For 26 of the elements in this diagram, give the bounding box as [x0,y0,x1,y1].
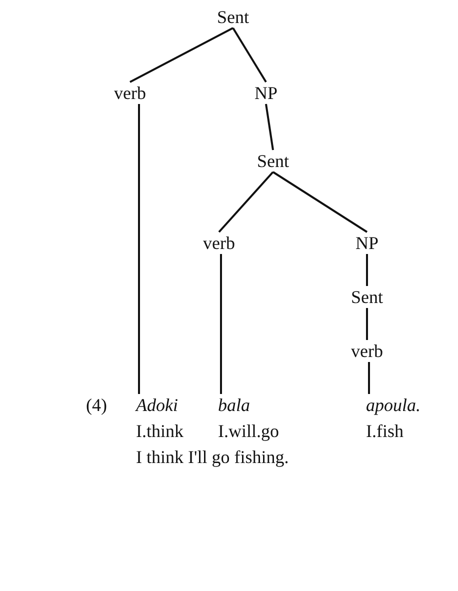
category-label: verb [114,82,146,105]
tree-branch [232,27,267,83]
category-label: Sent [351,286,383,309]
gloss: I.will.go [218,420,279,443]
gloss: I.think [136,420,184,443]
translation: I think I'll go fishing. [136,446,289,469]
word: apoula. [366,394,421,417]
word: Adoki [136,394,179,417]
tree-branch [130,27,234,83]
category-label: verb [203,232,235,255]
tree-branch [366,308,368,340]
tree-branch [218,171,274,233]
word: bala [218,394,252,417]
category-label: NP [356,232,378,255]
example-number: (4) [86,394,107,417]
category-label: Sent [217,6,249,29]
category-label: verb [351,340,383,363]
tree-branch [272,171,368,233]
tree-branch [265,104,274,150]
tree-branch [366,254,368,286]
tree-branch [368,362,370,394]
category-label: NP [254,82,278,105]
category-label: Sent [257,150,289,173]
gloss: I.fish [366,420,404,443]
tree-branch [220,254,222,394]
tree-branch [138,104,140,394]
